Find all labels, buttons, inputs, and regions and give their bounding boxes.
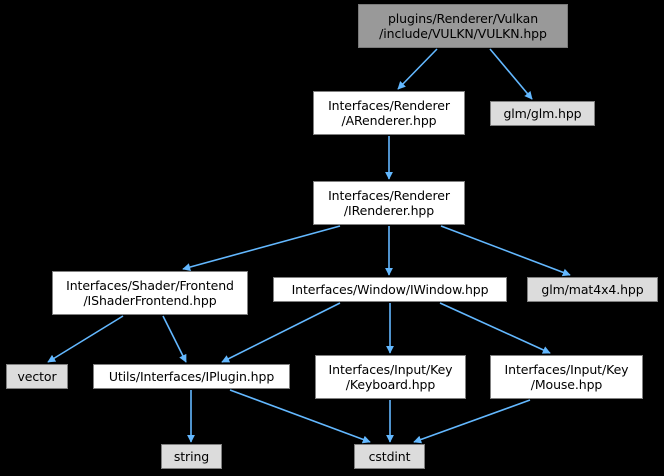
- graph-edge-irenderer-to-glmmat4x4: [440, 225, 571, 277]
- graph-edge-irenderer-to-ishaderfrontend: [182, 225, 341, 271]
- graph-node-label: vector: [17, 369, 57, 384]
- graph-node-iwindow[interactable]: Interfaces/Window/IWindow.hpp: [273, 277, 507, 302]
- graph-node-label: Interfaces/Renderer /ARenderer.hpp: [328, 98, 450, 128]
- graph-node-vulkn[interactable]: plugins/Renderer/Vulkan /include/VULKN/V…: [358, 4, 568, 48]
- graph-node-label: Interfaces/Input/Key /Keyboard.hpp: [328, 362, 453, 392]
- graph-edge-iwindow-to-mouse: [439, 302, 551, 354]
- graph-edge-mouse-to-cstdint: [413, 399, 531, 444]
- graph-node-ishaderfrontend[interactable]: Interfaces/Shader/Frontend /IShaderFront…: [52, 271, 248, 315]
- graph-node-label: cstdint: [368, 449, 411, 464]
- graph-node-iplugin[interactable]: Utils/Interfaces/IPlugin.hpp: [93, 364, 290, 389]
- graph-node-label: Interfaces/Window/IWindow.hpp: [291, 282, 489, 297]
- graph-node-label: Interfaces/Input/Key /Mouse.hpp: [504, 362, 629, 392]
- graph-edge-ishaderfrontend-to-iplugin: [162, 315, 187, 363]
- graph-node-label: plugins/Renderer/Vulkan /include/VULKN/V…: [379, 11, 547, 41]
- graph-node-vector[interactable]: vector: [6, 364, 68, 389]
- graph-node-label: Interfaces/Shader/Frontend /IShaderFront…: [66, 278, 234, 308]
- graph-node-label: glm/mat4x4.hpp: [541, 282, 644, 297]
- graph-node-label: string: [173, 449, 210, 464]
- graph-node-glmmat4x4[interactable]: glm/mat4x4.hpp: [527, 277, 658, 302]
- graph-edge-vulkn-to-glmglm: [489, 48, 533, 100]
- graph-edge-ishaderfrontend-to-vector: [47, 315, 124, 363]
- graph-node-label: Interfaces/Renderer /IRenderer.hpp: [328, 188, 450, 218]
- graph-edge-iplugin-to-cstdint: [229, 389, 371, 444]
- graph-node-keyboard[interactable]: Interfaces/Input/Key /Keyboard.hpp: [315, 355, 466, 399]
- graph-edge-vulkn-to-arenderer: [397, 48, 438, 90]
- graph-node-label: glm/glm.hpp: [503, 106, 582, 121]
- graph-node-string[interactable]: string: [161, 444, 222, 469]
- graph-node-irenderer[interactable]: Interfaces/Renderer /IRenderer.hpp: [313, 181, 465, 225]
- graph-node-arenderer[interactable]: Interfaces/Renderer /ARenderer.hpp: [313, 91, 465, 135]
- graph-node-mouse[interactable]: Interfaces/Input/Key /Mouse.hpp: [490, 355, 643, 399]
- graph-node-glmglm[interactable]: glm/glm.hpp: [490, 101, 595, 126]
- graph-edge-iwindow-to-iplugin: [221, 302, 341, 363]
- graph-node-cstdint[interactable]: cstdint: [354, 444, 425, 469]
- graph-node-label: Utils/Interfaces/IPlugin.hpp: [108, 369, 275, 384]
